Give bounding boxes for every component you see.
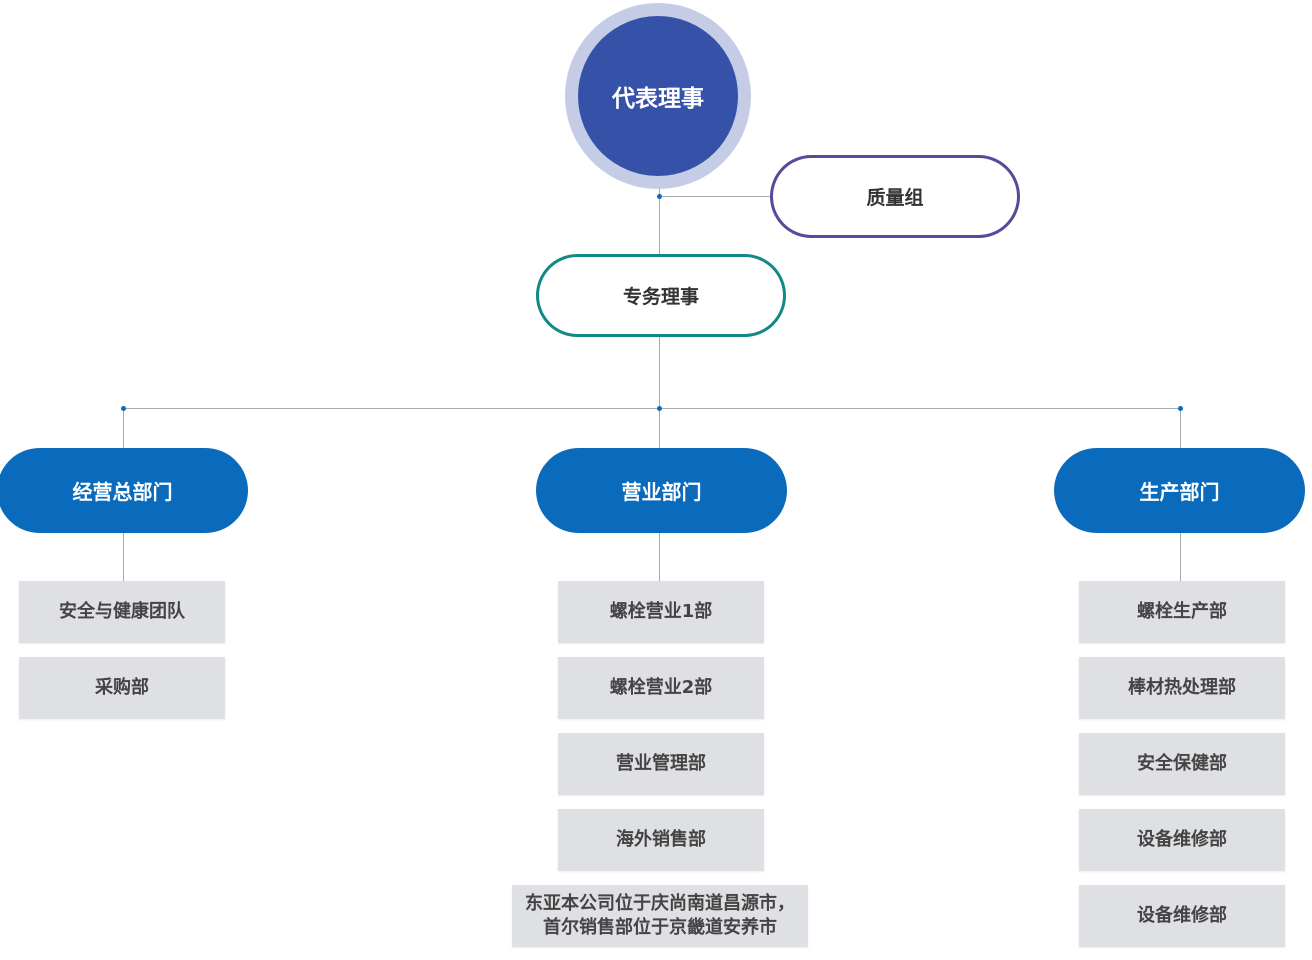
management-team-safety-health: 安全与健康团队 [19, 581, 225, 643]
sales-team-bolt-sales-2: 螺栓营业2部 [558, 657, 764, 719]
production-team-bar-heat-treatment: 棒材热处理部 [1079, 657, 1285, 719]
production-team-bolt-production: 螺栓生产部 [1079, 581, 1285, 643]
quality-group-node: 质量组 [770, 155, 1020, 238]
representative-director-label: 代表理事 [578, 16, 738, 176]
production-team-equipment-maintenance-1: 设备维修部 [1079, 809, 1285, 871]
sales-department-node: 营业部门 [536, 448, 787, 533]
junction-dot-management [121, 406, 126, 411]
junction-dot-sales [657, 406, 662, 411]
production-team-safety-health: 安全保健部 [1079, 733, 1285, 795]
sales-team-overseas-sales: 海外销售部 [558, 809, 764, 871]
production-team-equipment-maintenance-2: 设备维修部 [1079, 885, 1285, 947]
junction-dot-quality [657, 194, 662, 199]
management-team-purchasing: 采购部 [19, 657, 225, 719]
executive-director-node: 专务理事 [536, 254, 786, 337]
sales-location-note: 东亚本公司位于庆尚南道昌源市， 首尔销售部位于京畿道安养市 [512, 885, 808, 947]
sales-team-bolt-sales-1: 螺栓营业1部 [558, 581, 764, 643]
junction-dot-production [1178, 406, 1183, 411]
management-department-node: 经营总部门 [0, 448, 248, 533]
production-department-node: 生产部门 [1054, 448, 1305, 533]
sales-team-sales-management: 营业管理部 [558, 733, 764, 795]
